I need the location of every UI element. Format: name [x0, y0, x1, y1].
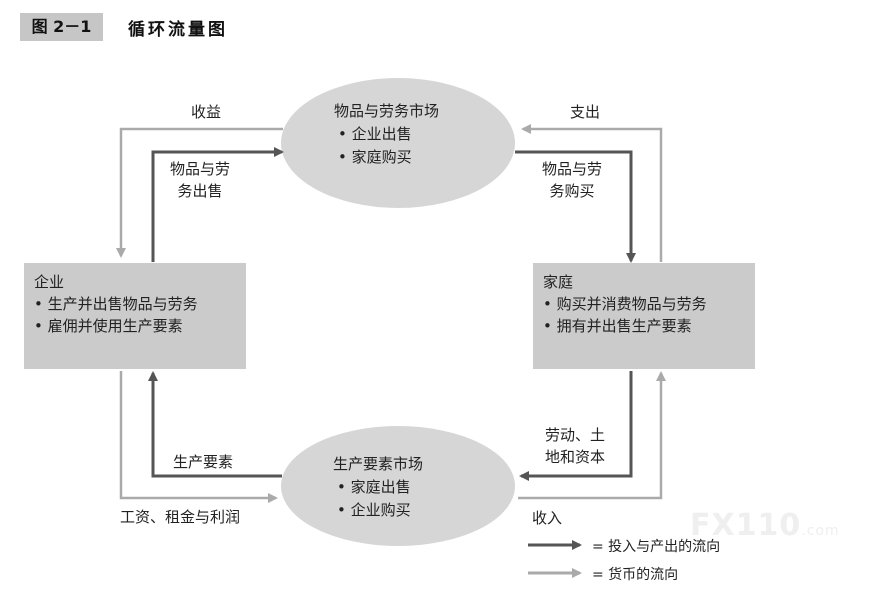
income-money-flow-arrow: [518, 371, 666, 500]
factors-label: 生产要素: [173, 453, 234, 471]
revenue-money-flow-arrow: [116, 127, 283, 258]
factor-market-title: 生产要素市场: [333, 455, 424, 473]
watermark-main: FX110: [690, 508, 802, 543]
factor-market-item: 家庭出售: [333, 476, 423, 499]
labor-land-capital-label-line: 劳动、土: [545, 426, 606, 444]
firms-title: 企业: [34, 273, 65, 291]
households-item: 拥有并出售生产要素: [543, 315, 745, 337]
legend-money-flow-text: = 货币的流向: [592, 567, 679, 583]
firms-box: 企业 生产并出售物品与劳务 雇佣并使用生产要素: [24, 263, 246, 369]
labor-land-capital-label: 劳动、土 地和资本: [545, 424, 605, 468]
goods-bought-label-line: 务购买: [549, 182, 595, 200]
households-item: 购买并消费物品与劳务: [543, 293, 745, 315]
labor-land-capital-label-line: 地和资本: [545, 448, 606, 466]
income-label: 收入: [532, 509, 563, 527]
spending-money-flow-arrow: [521, 124, 663, 262]
goods-bought-flow-arrow: [515, 150, 636, 263]
legend-real-flow-text: = 投入与产出的流向: [592, 539, 721, 555]
factors-flow-arrow: [148, 371, 282, 478]
wages-rent-profit-label: 工资、租金与利润: [120, 508, 241, 526]
wages-money-flow-arrow: [119, 371, 278, 503]
spending-label: 支出: [570, 103, 601, 121]
goods-bought-label-line: 物品与劳: [541, 160, 602, 178]
households-title: 家庭: [543, 273, 574, 291]
figure-title: 循环流量图: [128, 20, 228, 40]
factor-market-node: 生产要素市场 家庭出售 企业购买: [333, 453, 423, 522]
labor-land-capital-flow-arrow: [519, 371, 633, 481]
households-box: 家庭 购买并消费物品与劳务 拥有并出售生产要素: [533, 263, 755, 369]
firms-item: 生产并出售物品与劳务: [34, 293, 236, 315]
watermark-suffix: .com: [801, 523, 840, 539]
product-market-title: 物品与劳务市场: [334, 102, 440, 120]
factor-market-item: 企业购买: [333, 499, 423, 522]
goods-sold-flow-arrow: [151, 147, 284, 262]
product-market-node: 物品与劳务市场 企业出售 家庭购买: [334, 100, 439, 169]
revenue-label: 收益: [191, 103, 222, 121]
watermark: FX110.com: [690, 508, 840, 543]
figure-number: 图 2－1: [20, 13, 103, 41]
goods-bought-label: 物品与劳 务购买: [532, 158, 612, 202]
goods-sold-label-line: 务出售: [177, 182, 223, 200]
goods-sold-label-line: 物品与劳: [169, 160, 230, 178]
product-market-item: 企业出售: [334, 123, 439, 146]
product-market-item: 家庭购买: [334, 146, 439, 169]
firms-item: 雇佣并使用生产要素: [34, 315, 236, 337]
goods-sold-label: 物品与劳 务出售: [160, 158, 240, 202]
